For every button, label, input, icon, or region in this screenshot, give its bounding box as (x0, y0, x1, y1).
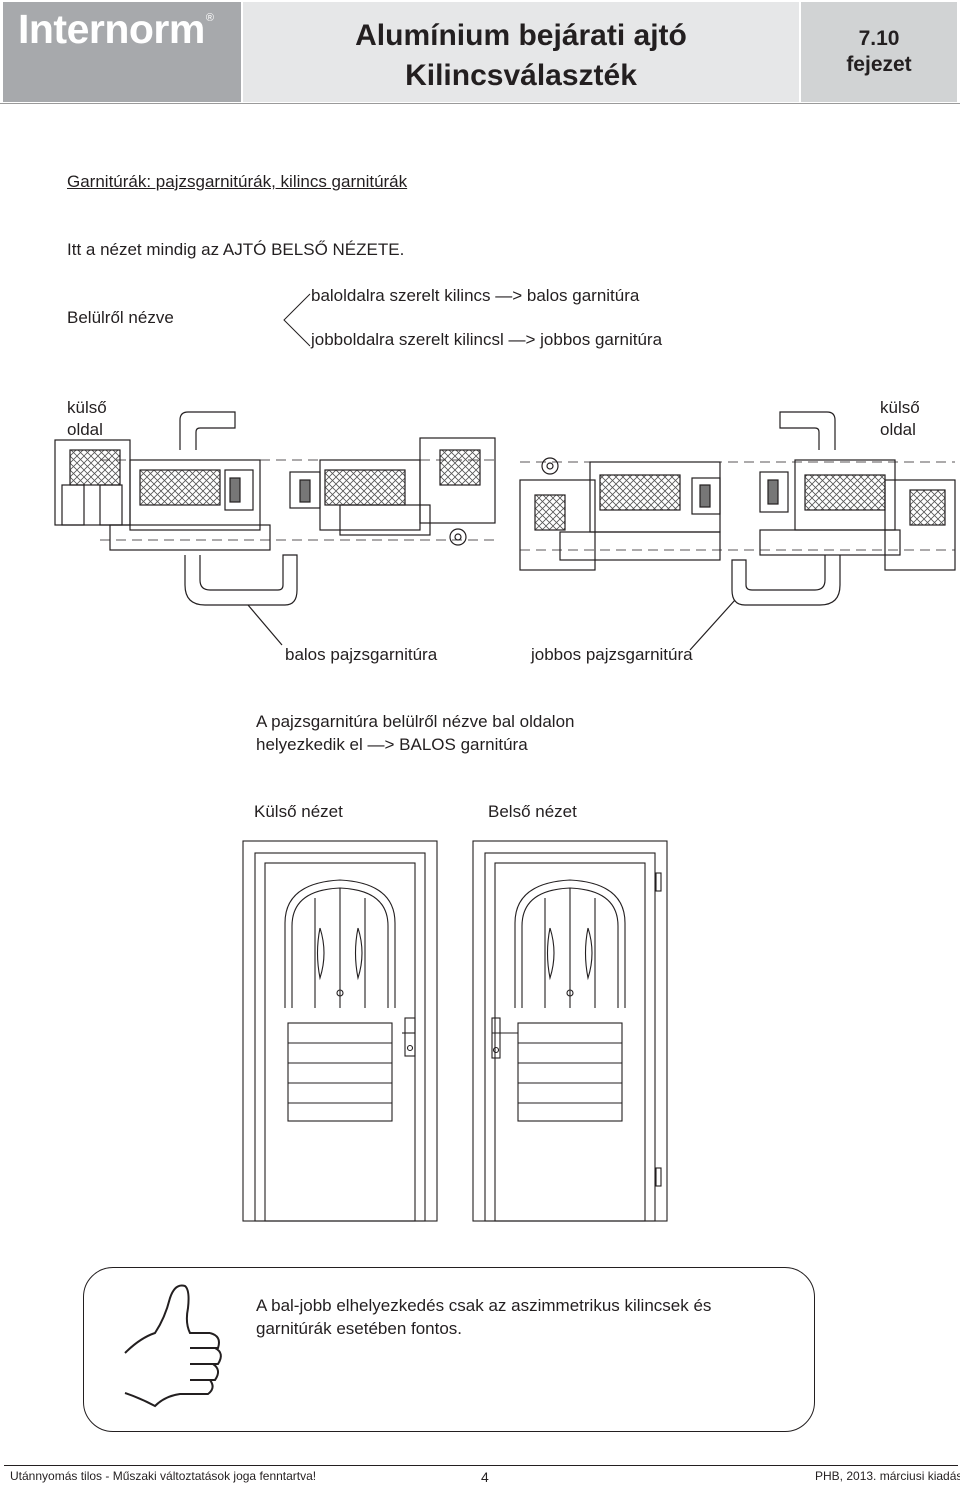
footer-right-text: PHB, 2013. márciusi kiadás (815, 1469, 960, 1483)
rule-right-text: jobboldalra szerelt kilincsl —> jobbos g… (311, 330, 663, 349)
page-title: Alumínium bejárati ajtó Kilincsválaszték (243, 16, 799, 96)
profile-cross-section-drawing (54, 411, 956, 651)
tip-line2: garnitúrák esetében fontos. (256, 1319, 463, 1338)
page-title-line1: Alumínium bejárati ajtó (355, 19, 687, 52)
section-heading: Garnitúrák: pajzsgarnitúrák, kilincs gar… (67, 172, 408, 191)
chapter-label: fejezet (846, 53, 912, 76)
header-logo-block (3, 2, 241, 102)
bracket-lines (283, 293, 311, 347)
outer-side-left-2: oldal (67, 420, 103, 439)
outer-side-right-1: külső (880, 398, 920, 417)
door-inner-view (472, 840, 668, 1222)
chapter-number: 7.10 (858, 27, 900, 50)
header-divider (0, 103, 960, 104)
brand-logo: Internorm® (18, 6, 214, 52)
outer-view-label: Külső nézet (254, 802, 343, 821)
explanation-line2: helyezkedik el —> BALOS garnitúra (256, 735, 528, 754)
label-left-escutcheon: balos pajzsgarnitúra (285, 645, 438, 664)
outer-side-left-1: külső (67, 398, 107, 417)
explanation-line1: A pajzsgarnitúra belülről nézve bal olda… (256, 712, 575, 731)
thumbs-up-icon (124, 1284, 222, 1408)
header-chapter-block (801, 2, 957, 102)
outer-side-right-2: oldal (880, 420, 916, 439)
tip-line1: A bal-jobb elhelyezkedés csak az aszimme… (256, 1296, 712, 1315)
tip-box (83, 1267, 815, 1432)
door-outer-view (242, 840, 438, 1222)
view-label: Belülről nézve (67, 308, 174, 327)
footer-divider (4, 1465, 958, 1466)
header-title-block (243, 2, 799, 102)
label-right-escutcheon: jobbos pajzsgarnitúra (531, 645, 693, 664)
footer-left-text: Utánnyomás tilos - Műszaki változtatások… (10, 1469, 317, 1483)
chapter-indicator: 7.10 fejezet (801, 26, 957, 78)
intro-text: Itt a nézet mindig az AJTÓ BELSŐ NÉZETE. (67, 240, 405, 259)
page-title-line2: Kilincsválaszték (405, 59, 637, 92)
rule-left-text: baloldalra szerelt kilincs —> balos garn… (311, 286, 640, 305)
page-number: 4 (481, 1469, 489, 1485)
inner-view-label: Belső nézet (488, 802, 577, 821)
